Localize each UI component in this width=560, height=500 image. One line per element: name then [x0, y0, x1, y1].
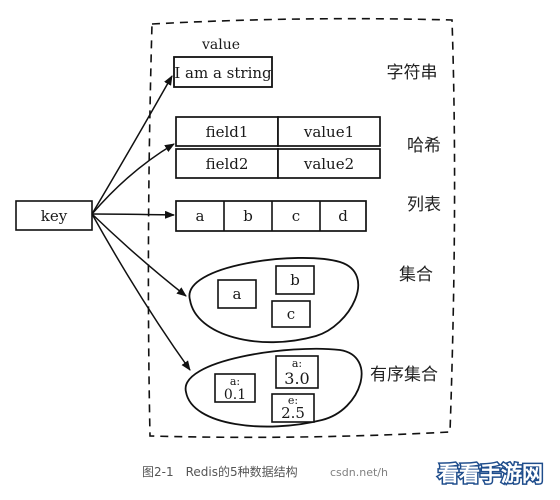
sorted-set-structure: a: 0.1 a: 3.0 e: 2.5 有序集合	[185, 347, 438, 428]
list-item-3: c	[292, 207, 300, 225]
zset-item-2-score: 3.0	[284, 369, 309, 388]
arrow-to-set	[91, 213, 187, 297]
set-item-1: a	[233, 285, 242, 303]
hash-field-2: field2	[206, 155, 249, 173]
string-value: I am a string	[174, 64, 272, 82]
list-type-label: 列表	[407, 195, 441, 215]
key-node: key	[15, 200, 93, 231]
list-item-1: a	[196, 207, 205, 225]
hash-value-2: value2	[303, 155, 354, 173]
arrow-to-list	[91, 210, 175, 219]
zset-item-2-member: a:	[292, 357, 302, 370]
key-arrows	[91, 75, 191, 371]
arrow-to-string	[91, 75, 173, 215]
zset-item-1-score: 0.1	[224, 387, 246, 403]
zset-item-3-score: 2.5	[281, 404, 305, 422]
string-value-header: value	[201, 37, 240, 53]
sorted-set-ellipse	[185, 347, 363, 428]
zset-type-label: 有序集合	[370, 365, 438, 385]
set-ellipse	[188, 257, 360, 344]
set-type-label: 集合	[399, 265, 433, 285]
key-label: key	[41, 207, 68, 225]
hash-structure: field1 value1 field2 value2 哈希	[175, 116, 441, 179]
hash-type-label: 哈希	[407, 136, 441, 156]
hash-value-1: value1	[303, 123, 354, 141]
set-item-3: c	[287, 305, 295, 323]
caption-overlay-url: csdn.net/h	[330, 466, 388, 479]
arrow-to-zset	[91, 213, 191, 371]
zset-item-3-member: e:	[288, 394, 298, 407]
site-watermark: 看看手游网	[438, 462, 543, 486]
arrow-to-hash	[91, 143, 175, 215]
list-structure: a b c d 列表	[175, 195, 441, 232]
hash-field-1: field1	[206, 123, 249, 141]
set-item-2: b	[290, 271, 300, 289]
list-item-2: b	[243, 207, 253, 225]
set-structure: a b c 集合	[188, 257, 433, 344]
list-item-4: d	[338, 207, 348, 225]
zset-item-1-member: a:	[230, 375, 240, 388]
figure-caption: 图2-1 Redis的5种数据结构	[142, 464, 298, 479]
string-structure: value I am a string 字符串	[173, 37, 438, 88]
string-type-label: 字符串	[387, 63, 438, 83]
